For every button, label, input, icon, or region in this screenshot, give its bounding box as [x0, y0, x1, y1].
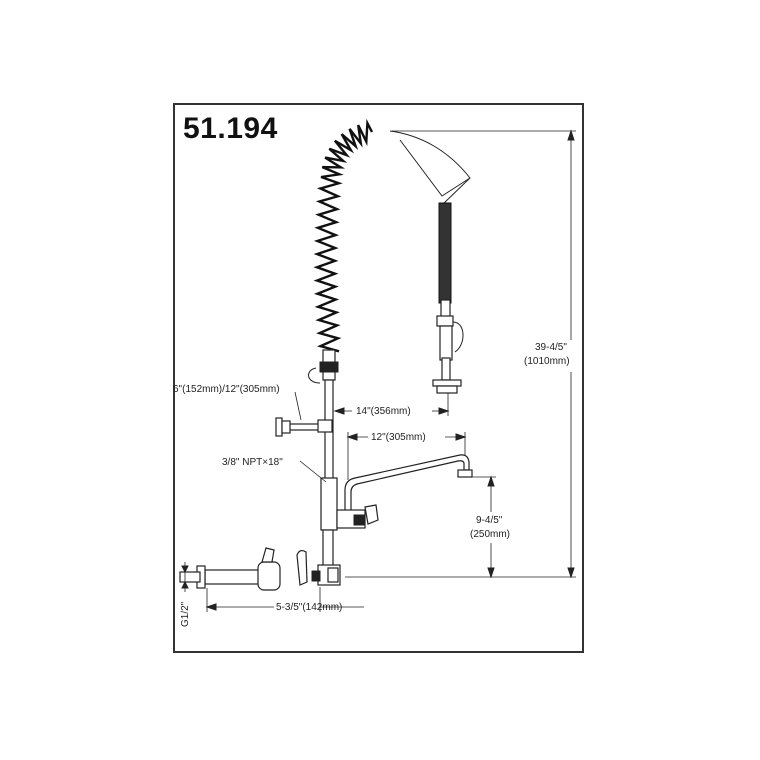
spring-reach-dimension	[333, 393, 450, 416]
overall-height-inches: 39-4/5"	[535, 342, 567, 353]
spout-length-dimension	[346, 432, 467, 480]
hose-guide-line	[399, 139, 471, 197]
spray-handle	[432, 202, 464, 394]
inlet-thread-label: G1/2"	[180, 601, 191, 627]
swing-spout	[336, 454, 473, 529]
spring-reach-label: 14"(356mm)	[356, 406, 411, 417]
overall-height-mm: (1010mm)	[524, 356, 570, 367]
spring-coil-path	[313, 118, 374, 353]
spring-coil	[313, 118, 374, 353]
spout-height-mm: (250mm)	[470, 529, 510, 540]
lower-valve	[296, 549, 341, 586]
inlet-union-side-view	[179, 547, 281, 591]
spout-height-dimension	[470, 475, 496, 579]
wall-bracket	[275, 417, 333, 437]
main-riser	[308, 349, 339, 571]
inlet-offset-label: 5-3/5"(142mm)	[276, 602, 342, 613]
inlet-thread-dimension	[180, 562, 192, 592]
overall-height-dimension	[345, 129, 576, 579]
riser-height-leader	[294, 391, 302, 421]
inlet-offset-dimension	[205, 587, 364, 612]
model-number: 51.194	[183, 112, 278, 145]
riser-height-label: 6"(152mm)/12"(305mm)	[173, 384, 280, 395]
drawing-frame	[173, 103, 584, 653]
supply-pipe-label: 3/8" NPT×18"	[222, 457, 283, 468]
spout-height-inches: 9-4/5"	[476, 515, 503, 526]
spray-hose	[389, 130, 471, 206]
supply-pipe-leader	[299, 460, 327, 483]
spout-length-label: 12"(305mm)	[371, 432, 426, 443]
